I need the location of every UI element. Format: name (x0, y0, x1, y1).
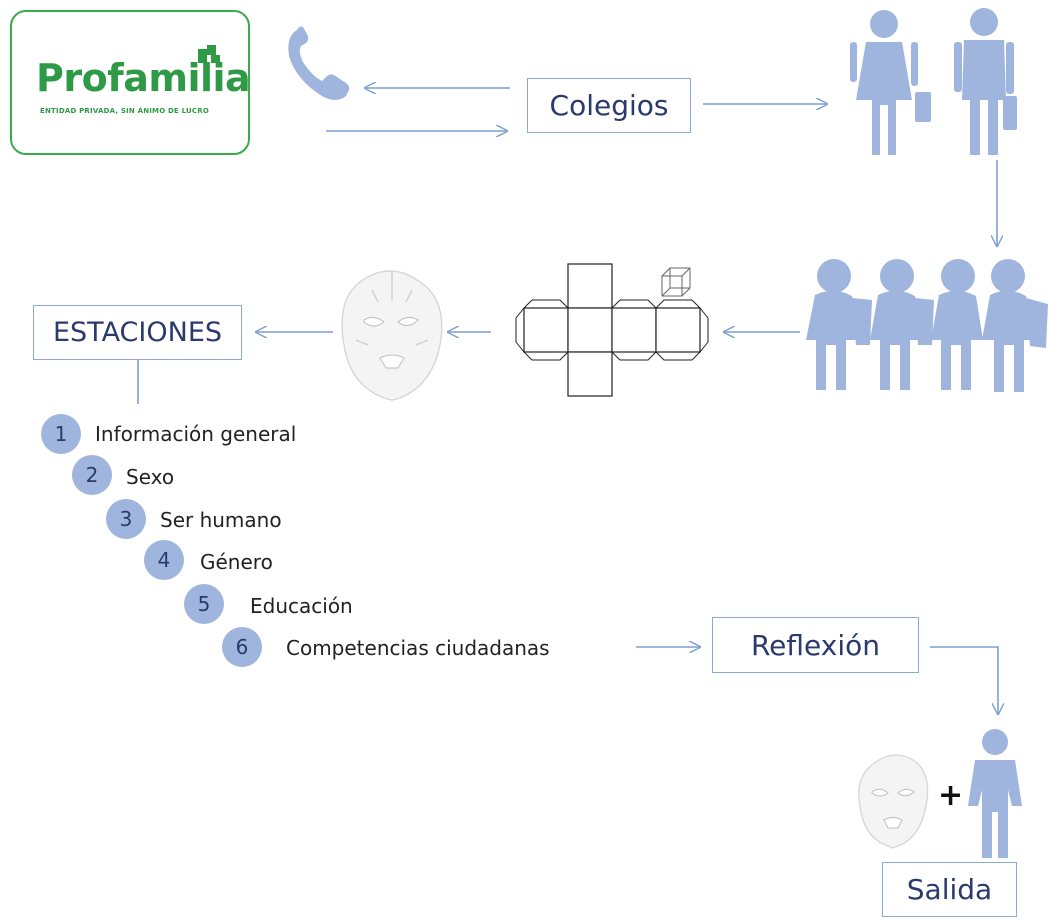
station-label: Ser humano (160, 508, 282, 532)
station-number: 3 (106, 499, 146, 539)
station-label: Género (200, 550, 273, 574)
phone-icon (288, 26, 350, 100)
station-label: Información general (95, 422, 297, 446)
station-number: 4 (144, 540, 184, 580)
station-label: Competencias ciudadanas (286, 636, 550, 660)
small-cube-icon (661, 267, 691, 297)
reflexion-box: Reflexión (712, 617, 919, 673)
logo-name: Profamilia (36, 56, 251, 100)
students-group-icon (806, 259, 1048, 392)
station-label: Sexo (126, 465, 175, 489)
profamilia-logo (10, 10, 250, 155)
plus-sign: + (938, 778, 964, 813)
arrows (137, 88, 998, 714)
station-label: Educación (250, 594, 353, 618)
estaciones-box: ESTACIONES (33, 305, 242, 360)
cube-net-icon (515, 263, 709, 397)
logo-flag-icon (198, 45, 220, 63)
salida-box: Salida (882, 862, 1017, 917)
station-number: 1 (41, 414, 81, 454)
businessman-icon (954, 8, 1017, 155)
small-mask-icon (858, 754, 929, 849)
person-icon (968, 729, 1022, 858)
station-number: 6 (222, 627, 262, 667)
colegios-box: Colegios (527, 78, 691, 133)
businesswoman-icon (850, 10, 931, 155)
arrow-reflexion-to-salida (930, 646, 998, 714)
station-number: 2 (72, 455, 112, 495)
mask-icon (341, 270, 443, 401)
logo-tagline: ENTIDAD PRIVADA, SIN ÁNIMO DE LUCRO (40, 107, 210, 115)
station-number: 5 (184, 584, 224, 624)
